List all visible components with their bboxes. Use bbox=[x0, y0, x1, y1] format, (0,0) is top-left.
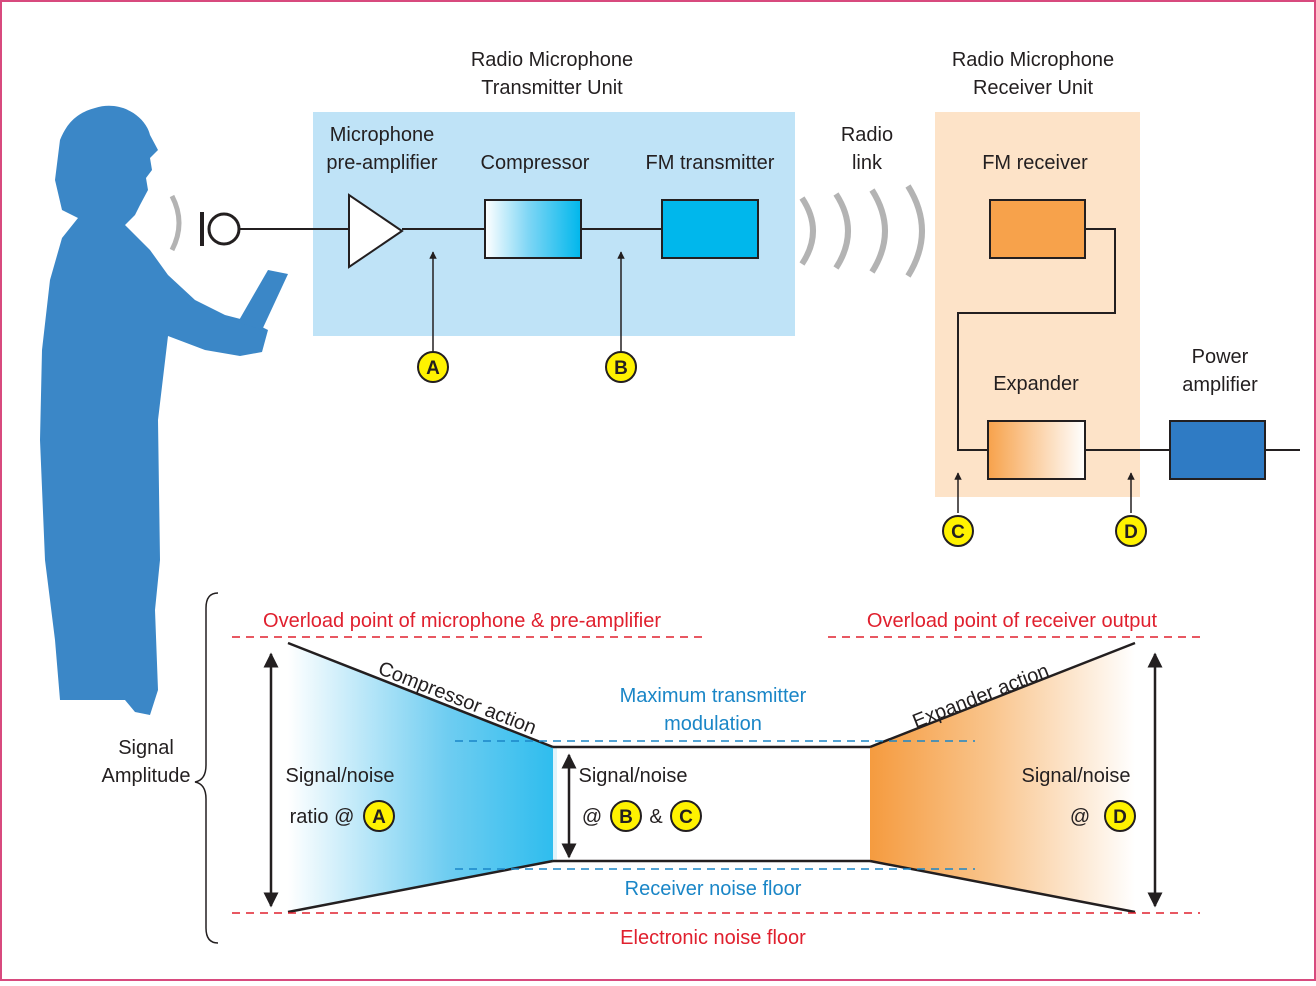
fm-transmitter-label: FM transmitter bbox=[646, 152, 775, 174]
svg-text:A: A bbox=[426, 358, 440, 379]
signal-amplitude-label-line2: Amplitude bbox=[102, 765, 191, 787]
overload-mic-label: Overload point of microphone & pre-ampli… bbox=[263, 610, 661, 632]
signal-amplitude-label-line1: Signal bbox=[118, 737, 174, 759]
test-point-badge-c: C bbox=[942, 515, 974, 547]
svg-text:B: B bbox=[614, 358, 628, 379]
electronic-noise-floor-label: Electronic noise floor bbox=[620, 927, 806, 949]
compressor-wedge bbox=[288, 643, 553, 912]
test-point-pointers bbox=[429, 251, 1135, 513]
power-amp-label-line2: amplifier bbox=[1182, 374, 1258, 396]
test-point-badge-b: B bbox=[605, 351, 637, 383]
reference-lines bbox=[232, 636, 1200, 914]
test-point-badge-a: A bbox=[417, 351, 449, 383]
svg-text:D: D bbox=[1113, 807, 1127, 828]
svg-text:C: C bbox=[679, 807, 693, 828]
sn-mid-badge-b: B bbox=[610, 800, 642, 832]
amplitude-brace bbox=[194, 592, 219, 944]
receiver-unit-title-line1: Radio Microphone bbox=[952, 49, 1114, 71]
sn-mid-line1: Signal/noise bbox=[579, 765, 688, 787]
svg-text:A: A bbox=[372, 807, 386, 828]
transmitter-unit-title-line1: Radio Microphone bbox=[471, 49, 633, 71]
sn-mid-badge-c: C bbox=[670, 800, 702, 832]
compressor-block bbox=[484, 199, 582, 259]
power-amp-label-line1: Power bbox=[1192, 346, 1249, 368]
radio-link-label-line1: Radio bbox=[841, 124, 893, 146]
receiver-unit-title-line2: Receiver Unit bbox=[973, 77, 1093, 99]
speaking-person-icon bbox=[40, 105, 288, 715]
sn-mid-at: @ bbox=[582, 806, 602, 828]
transmitter-unit-title-line2: Transmitter Unit bbox=[481, 77, 623, 99]
expander-wedge bbox=[870, 643, 1135, 912]
svg-text:C: C bbox=[951, 522, 965, 543]
sn-right-badge-d: D bbox=[1104, 800, 1136, 832]
radio-link-label-line2: link bbox=[852, 152, 883, 174]
amplitude-envelope bbox=[287, 641, 1136, 914]
compressor-wedge-edge bbox=[553, 747, 557, 861]
test-point-badge-d: D bbox=[1115, 515, 1147, 547]
sn-mid-amp: & bbox=[649, 806, 663, 828]
sn-left-badge-a: A bbox=[363, 800, 395, 832]
sn-left-line2: ratio @ bbox=[290, 806, 355, 828]
sn-right-at: @ bbox=[1070, 806, 1090, 828]
preamp-label-line1: Microphone bbox=[330, 124, 435, 146]
svg-text:D: D bbox=[1124, 522, 1138, 543]
overload-receiver-label: Overload point of receiver output bbox=[867, 610, 1158, 632]
amplitude-arrows bbox=[263, 652, 1163, 908]
sound-wave-icon bbox=[169, 194, 182, 252]
radio-wave-icon bbox=[799, 184, 925, 278]
amplifier-triangle-icon bbox=[348, 193, 404, 269]
receiver-noise-floor-label: Receiver noise floor bbox=[625, 878, 802, 900]
max-modulation-label-line2: modulation bbox=[664, 713, 762, 735]
max-modulation-label-line1: Maximum transmitter bbox=[620, 685, 807, 707]
fm-receiver-block bbox=[989, 199, 1086, 259]
sn-left-line1: Signal/noise bbox=[286, 765, 395, 787]
expander-block bbox=[987, 420, 1086, 480]
power-amplifier-block bbox=[1169, 420, 1266, 480]
fm-transmitter-block bbox=[661, 199, 759, 259]
preamp-label-line2: pre-amplifier bbox=[326, 152, 437, 174]
compressor-label: Compressor bbox=[481, 152, 590, 174]
sn-right-line1: Signal/noise bbox=[1022, 765, 1131, 787]
microphone-icon bbox=[200, 212, 241, 246]
expander-label: Expander bbox=[993, 373, 1079, 395]
signal-path bbox=[239, 228, 1300, 451]
svg-text:B: B bbox=[619, 807, 633, 828]
fm-receiver-label: FM receiver bbox=[982, 152, 1088, 174]
